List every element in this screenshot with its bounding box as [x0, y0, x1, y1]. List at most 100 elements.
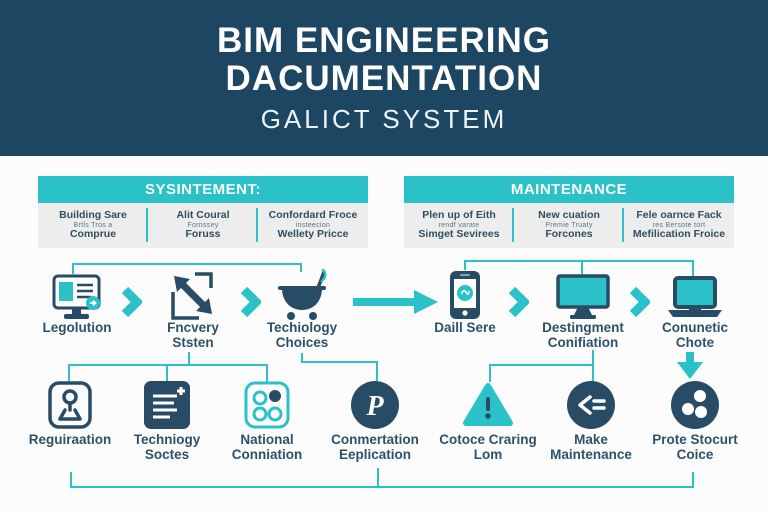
connector-line — [72, 263, 302, 265]
column-text: Confordard Froce — [268, 208, 358, 221]
flow-label-line: Conifiation — [547, 335, 619, 350]
flow-label-line: Ststen — [172, 335, 214, 350]
section-title-left: SYSINTEMENT: — [38, 176, 368, 203]
bottom-label-line: Eeplication — [338, 447, 411, 462]
connector-line — [301, 353, 303, 363]
bottom-label-line: Coice — [676, 447, 714, 462]
connector-line — [489, 364, 594, 366]
bottom-label: Techniogy Soctes — [102, 432, 232, 462]
person-badge-icon — [47, 380, 93, 430]
connector-line — [592, 364, 594, 382]
flow-label-line: Fncvery — [167, 320, 219, 335]
column-divider — [622, 208, 624, 242]
computer-document-icon — [51, 274, 103, 322]
column-cell: Plen up of Eith rendf varate Simget Sevi… — [404, 208, 514, 241]
flow-label: Daill Sere — [400, 320, 530, 335]
title-line-1: BIM ENGINEERING — [217, 20, 551, 60]
document-list-icon — [144, 381, 190, 429]
column-text: Comprue — [69, 228, 117, 241]
connector-line — [592, 350, 594, 366]
flow-label-line: Destingment — [542, 320, 624, 335]
bottom-label-line: National — [240, 432, 294, 447]
header-banner: BIM ENGINEERING DACUMENTATION GALICT SYS… — [0, 0, 768, 156]
column-cell: Building Sare Brtls Tros a Comprue — [38, 208, 148, 241]
connector-line — [266, 364, 268, 382]
column-subtext: Brtls Tros a — [73, 221, 113, 229]
column-text: Wellety Pricce — [277, 228, 349, 241]
flow-label-line: Legolution — [42, 320, 112, 335]
column-text: Foruss — [185, 228, 221, 241]
status-dots-icon — [244, 381, 290, 429]
chevron-right-icon — [239, 286, 263, 318]
bottom-label: Reguiraation — [5, 432, 135, 447]
flow-arrow-right-icon — [350, 288, 440, 316]
flow-label: Fncvery Ststen — [128, 320, 258, 350]
connector-line — [188, 352, 190, 366]
monitor-icon — [555, 274, 611, 320]
chevron-right-icon — [628, 286, 652, 318]
column-cell: Fele oarnce Fack res Bersote tort Mefili… — [624, 208, 734, 241]
connector-line — [692, 472, 694, 488]
bottom-label-line: Techniogy — [133, 432, 201, 447]
connector-line — [692, 260, 694, 276]
flow-label-line: Chote — [675, 335, 715, 350]
flow-label: Conunetic Chote — [630, 320, 760, 350]
drafting-arrow-icon — [168, 270, 218, 322]
column-subtext: res Bersote tort — [652, 221, 706, 229]
column-text: Building Sare — [59, 208, 127, 221]
connector-line — [70, 486, 694, 488]
chevron-right-icon — [120, 286, 144, 318]
less-equal-icon — [567, 381, 615, 429]
bottom-label: Cotoce Craring Lom — [423, 432, 553, 462]
connector-line — [166, 364, 168, 382]
connector-line — [70, 472, 72, 488]
connector-line — [377, 468, 379, 488]
flow-label-line: Choices — [275, 335, 329, 350]
left-columns-strip: Building Sare Brtls Tros a Comprue Alit … — [38, 203, 368, 248]
bottom-label: Conmertation Eeplication — [310, 432, 440, 462]
column-subtext: insteecion — [295, 221, 331, 229]
subtitle: GALICT SYSTEM — [260, 103, 508, 134]
bottom-label: Prote Stocurt Coice — [630, 432, 760, 462]
bottom-label-line: Make — [574, 432, 608, 447]
column-cell: Alit Coural Fornssey Foruss — [148, 209, 258, 241]
grill-icon — [276, 268, 328, 322]
connector-line — [581, 260, 583, 274]
bottom-label-line: Prote Stocurt — [652, 432, 738, 447]
column-cell: Confordard Froce insteecion Wellety Pric… — [258, 208, 368, 241]
title-line-2: DACUMENTATION — [225, 58, 543, 98]
column-cell: New cuation Premie Truaty Forcones — [514, 208, 624, 241]
column-subtext: rendf varate — [438, 221, 480, 229]
bottom-label-line: Soctes — [144, 447, 190, 462]
column-divider — [146, 208, 148, 242]
bottom-label: Make Maintenance — [526, 432, 656, 462]
flow-label: Legolution — [12, 320, 142, 335]
letter-p-icon: P — [351, 381, 399, 429]
column-text: Plen up of Eith — [422, 208, 496, 221]
column-text: New cuation — [538, 208, 600, 221]
flow-label: Techiology Choices — [237, 320, 367, 350]
cluster-icon — [671, 381, 719, 429]
letter-p-glyph: P — [365, 391, 384, 422]
bottom-label-line: Cotoce Craring — [439, 432, 537, 447]
flow-label-line: Techiology — [266, 320, 338, 335]
connector-line — [464, 260, 466, 270]
column-text: Mefilication Froice — [632, 228, 726, 241]
column-subtext: Fornssey — [187, 221, 219, 229]
chevron-right-icon — [507, 286, 531, 318]
column-text: Simget Sevirees — [418, 228, 500, 241]
flow-label-line: Conunetic — [662, 320, 728, 335]
connector-line — [489, 364, 491, 382]
column-divider — [512, 208, 514, 242]
connector-line — [301, 361, 378, 363]
right-columns-strip: Plen up of Eith rendf varate Simget Sevi… — [404, 203, 734, 248]
connector-line — [300, 263, 302, 272]
bottom-label-line: Conmertation — [331, 432, 419, 447]
section-title-right: MAINTENANCE — [404, 176, 734, 203]
bottom-label-line: Reguiraation — [28, 432, 112, 447]
column-text: Fele oarnce Fack — [636, 208, 722, 221]
flow-label-line: Daill Sere — [434, 320, 496, 335]
bottom-label-line: Lom — [473, 447, 503, 462]
connector-line — [464, 260, 694, 262]
